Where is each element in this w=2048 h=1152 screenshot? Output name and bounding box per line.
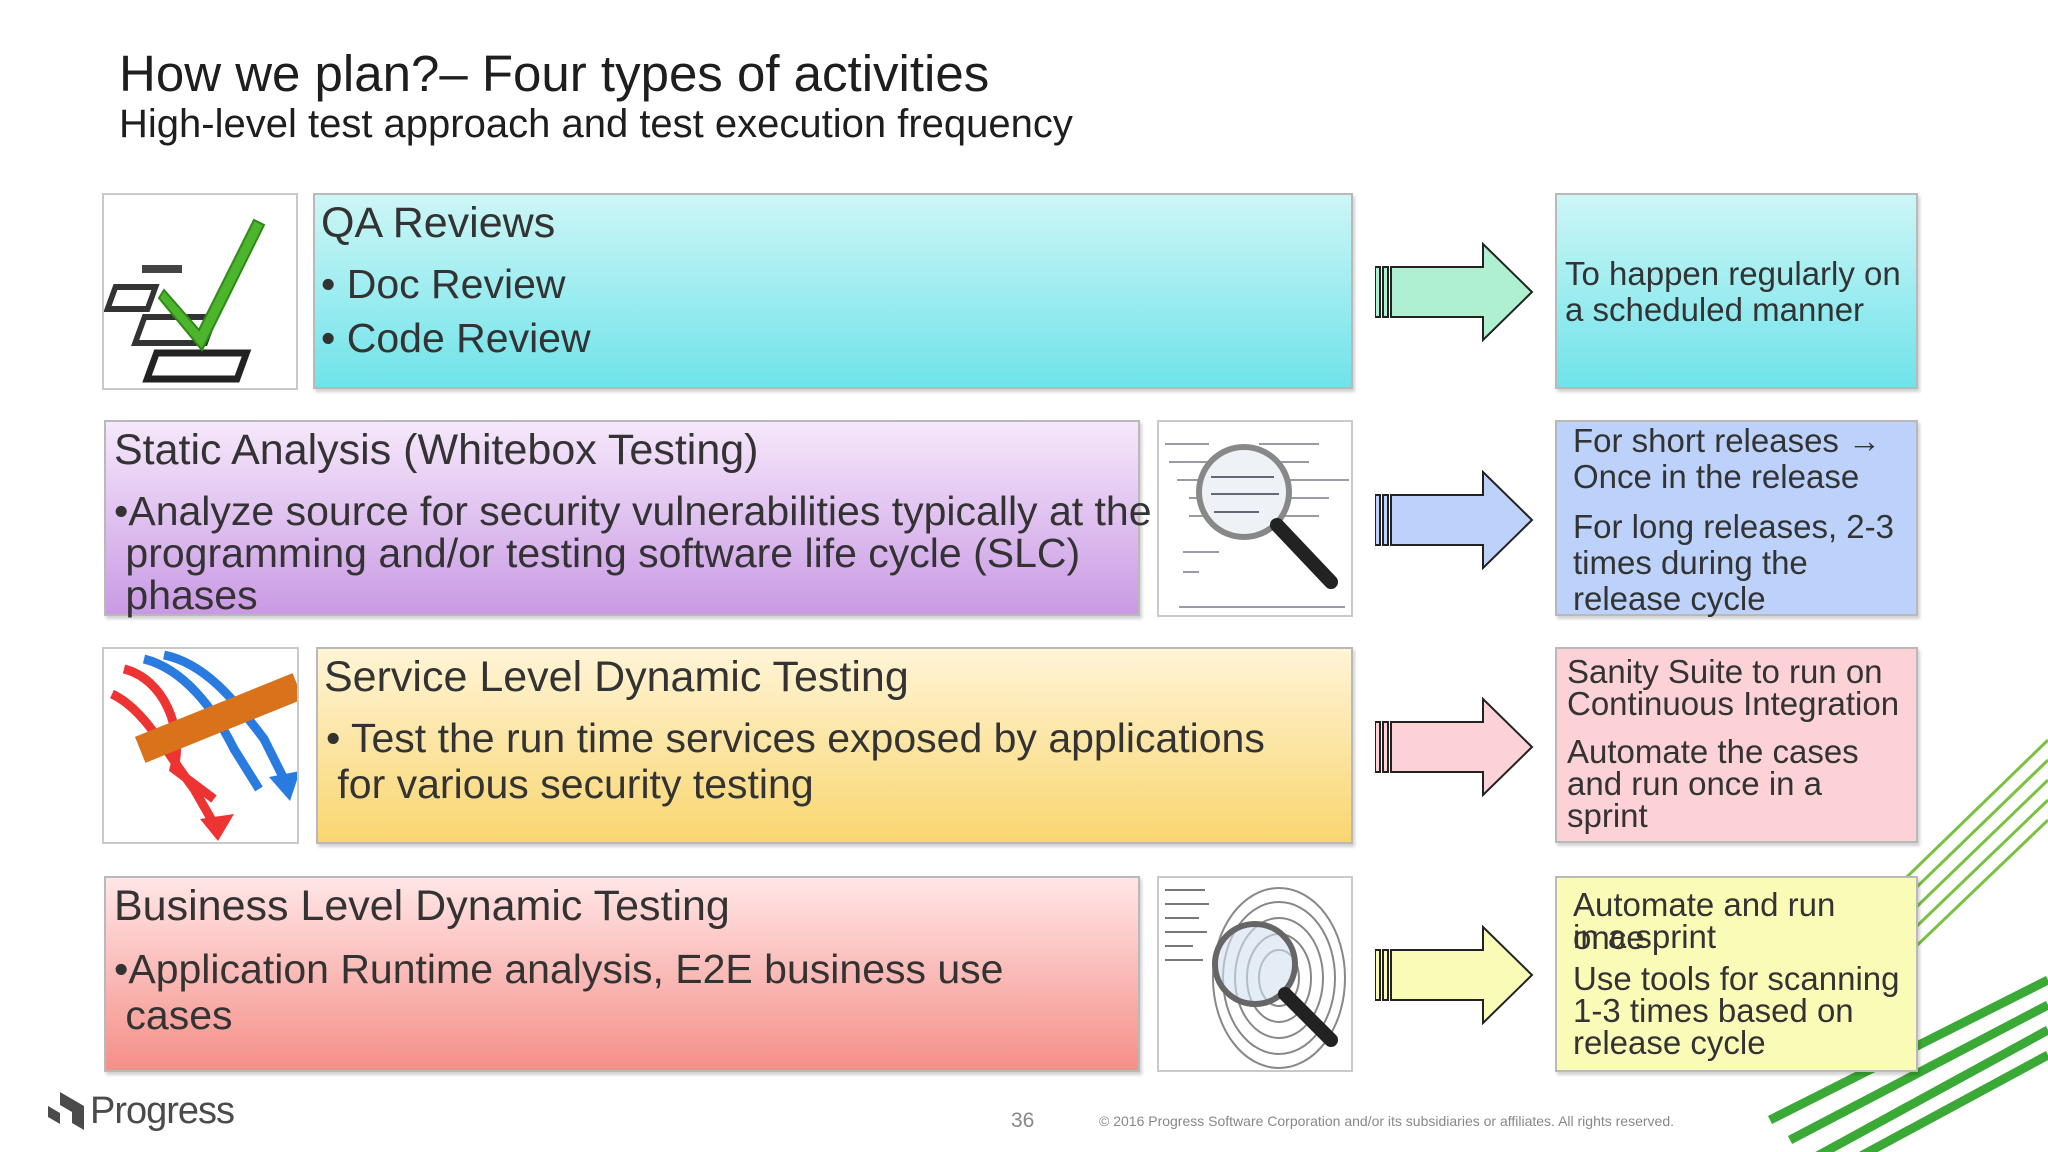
service-level-bullet-2: for various security testing — [326, 761, 814, 807]
slide-subtitle: High-level test approach and test execut… — [119, 102, 1073, 146]
static-analysis-bullet-2: programming and/or testing software life… — [114, 530, 1081, 576]
copyright: © 2016 Progress Software Corporation and… — [1099, 1113, 1674, 1129]
progress-logo-text: Progress — [90, 1090, 235, 1132]
static-analysis-bullet-3: phases — [114, 572, 258, 618]
page-number: 36 — [1011, 1109, 1035, 1132]
merging-arrows-image — [102, 647, 299, 844]
right-arrow-icon — [1375, 925, 1534, 1025]
business-level-bullet-1: •Application Runtime analysis, E2E busin… — [114, 946, 1004, 992]
right-arrow-icon — [1375, 697, 1534, 797]
business-level-title: Business Level Dynamic Testing — [114, 882, 730, 930]
static-analysis-title: Static Analysis (Whitebox Testing) — [114, 426, 759, 474]
business-level-box: Business Level Dynamic Testing •Applicat… — [104, 876, 1140, 1072]
bullet-doc-review: • Doc Review — [321, 261, 566, 307]
checklist-icon — [104, 218, 266, 383]
qa-reviews-box: QA Reviews • Doc Review • Code Review — [313, 193, 1353, 389]
static-analysis-bullet-1: •Analyze source for security vulnerabili… — [114, 488, 1152, 534]
business-level-bullet-2: cases — [114, 992, 233, 1038]
checklist-image — [102, 193, 298, 390]
service-level-title: Service Level Dynamic Testing — [324, 653, 909, 701]
code-magnifier-image — [1157, 420, 1353, 617]
service-level-bullet-1: • Test the run time services exposed by … — [326, 715, 1265, 761]
qa-reviews-frequency: To happen regularly on a scheduled manne… — [1555, 193, 1918, 389]
fingerprint-magnifier-icon — [1165, 887, 1346, 1069]
service-level-frequency: Sanity Suite to run on Continuous Integr… — [1555, 647, 1918, 843]
bullet-code-review: • Code Review — [321, 315, 591, 361]
qa-reviews-title: QA Reviews — [321, 199, 556, 247]
right-arrow-icon — [1375, 470, 1534, 570]
fingerprint-image — [1157, 876, 1353, 1072]
progress-logo-icon — [48, 1092, 84, 1130]
progress-logo: Progress — [46, 1090, 235, 1138]
static-analysis-box: Static Analysis (Whitebox Testing) •Anal… — [104, 420, 1152, 618]
magnifier-code-icon — [1165, 443, 1349, 608]
slide-title: How we plan?– Four types of activities — [119, 45, 990, 102]
merging-arrows-icon — [109, 650, 297, 841]
right-arrow-icon — [1375, 242, 1534, 342]
business-level-frequency: Automate and run once in a sprint Use to… — [1555, 876, 1918, 1072]
service-level-box: Service Level Dynamic Testing • Test the… — [316, 647, 1353, 844]
static-analysis-frequency: For short releases → Once in the release… — [1555, 420, 1918, 616]
